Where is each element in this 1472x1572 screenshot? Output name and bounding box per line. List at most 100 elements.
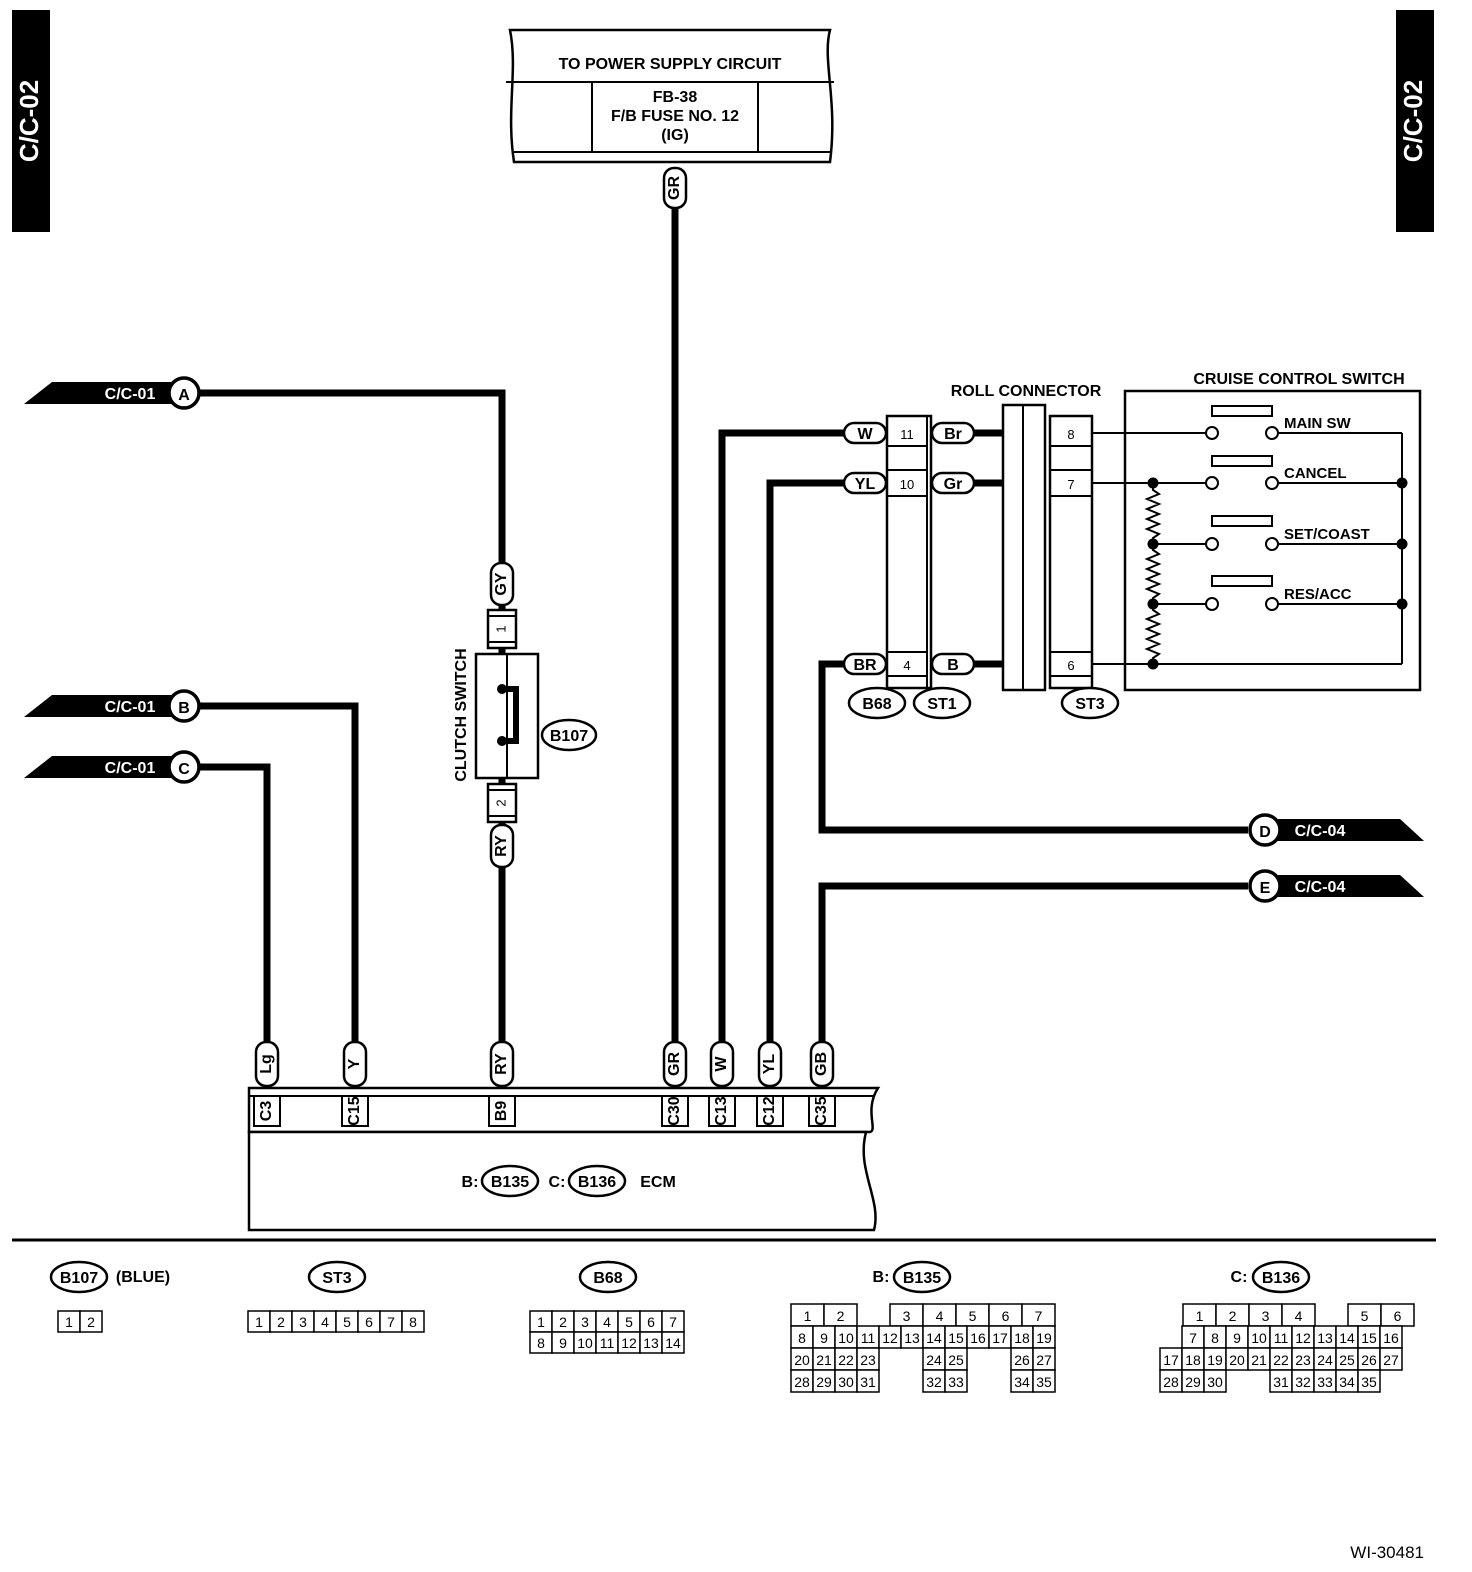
b135-pin-label: 35 [1036, 1374, 1052, 1390]
b135-pin-label: 2 [837, 1308, 845, 1324]
b136-pin-label: 13 [1317, 1330, 1333, 1346]
b136-pin-label: 16 [1383, 1330, 1399, 1346]
b135-pin-label: 3 [903, 1308, 911, 1324]
page-tab-right [1396, 10, 1434, 232]
b136-pin-label: 34 [1339, 1374, 1355, 1390]
ref-code-b: C/C-01 [105, 699, 156, 716]
b136-pin-label: 27 [1383, 1352, 1399, 1368]
b136-pin-label: 20 [1229, 1352, 1245, 1368]
b135-pin-label: 30 [838, 1374, 854, 1390]
st3-pin: 8 [1067, 427, 1074, 442]
st3-pin-label: 4 [321, 1314, 329, 1330]
ecm-wire-label: GR [666, 1052, 683, 1076]
b68-pin-label: 5 [625, 1314, 633, 1330]
b136-pin-label: 31 [1273, 1374, 1289, 1390]
b135-pin-label: 20 [794, 1352, 810, 1368]
ecm-wire-label: YL [761, 1054, 778, 1075]
connector-id-b68: B68 [862, 696, 891, 713]
connector-id-st1: ST1 [927, 696, 956, 713]
legend-b107-name: B107 [60, 1270, 98, 1287]
st3-pin-label: 6 [365, 1314, 373, 1330]
ecm-wire-label: RY [493, 1053, 510, 1075]
ecm-pin: C15 [346, 1096, 363, 1125]
st3-pin-label: 2 [277, 1314, 285, 1330]
b136-pin-label: 9 [1233, 1330, 1241, 1346]
ecm-pin: C3 [258, 1101, 275, 1122]
ref-code-d: C/C-04 [1295, 823, 1346, 840]
b135-pin-label: 16 [970, 1330, 986, 1346]
b136-pin-label: 29 [1185, 1374, 1201, 1390]
switch-label: SET/COAST [1284, 526, 1370, 543]
b136-pin-label: 1 [1196, 1308, 1204, 1324]
b135-pin-label: 23 [860, 1352, 876, 1368]
b135-pin-label: 29 [816, 1374, 832, 1390]
b136-pin-label: 21 [1251, 1352, 1267, 1368]
b135-pin-label: 33 [948, 1374, 964, 1390]
switch-res-acc: RES/ACC [1205, 575, 1352, 611]
b136-pin-label: 24 [1317, 1352, 1333, 1368]
ecm-wire-label: W [713, 1056, 730, 1072]
switch-label: CANCEL [1284, 465, 1347, 482]
b135-pin-label: 8 [798, 1330, 806, 1346]
b136-pin-label: 6 [1394, 1308, 1402, 1324]
ref-letter-a: A [178, 387, 190, 404]
b68-pin-label: 8 [537, 1335, 545, 1351]
ref-letter-b: B [178, 700, 190, 717]
ref-arrow-d: C/C-04 D [1248, 813, 1424, 847]
b68-pin-label: 10 [577, 1335, 593, 1351]
wire-label-power: GR [666, 176, 683, 200]
ecm-name: ECM [640, 1174, 676, 1191]
b135-pin-label: 24 [926, 1352, 942, 1368]
cruise-control-switch: CRUISE CONTROL SWITCH MAIN SW [1092, 371, 1422, 692]
wire-color-labels: GR GY RY Lg Y RY GR W YL GB [254, 166, 835, 1088]
b135-pin-label: 18 [1014, 1330, 1030, 1346]
b135-pin-label: 12 [882, 1330, 898, 1346]
st1-wire-label: Gr [944, 476, 963, 493]
ref-code-a: C/C-01 [105, 386, 156, 403]
roll-connector-region: ROLL CONNECTOR W YL BR 11 10 4 Br Gr B [842, 383, 1120, 720]
b68-pin-label: 11 [600, 1335, 615, 1351]
b136-cell [1357, 1369, 1381, 1393]
b135-pin-label: 14 [926, 1330, 942, 1346]
b68-pin: 11 [900, 427, 914, 442]
b68-pin-label: 4 [603, 1314, 611, 1330]
b68-cell [661, 1331, 685, 1354]
b68-pin: 4 [903, 658, 910, 673]
st3-pin: 6 [1067, 658, 1074, 673]
b136-pin-label: 5 [1361, 1308, 1369, 1324]
b68-pin-label: 9 [559, 1335, 567, 1351]
legend-b136-prefix: C: [1231, 1269, 1248, 1286]
power-supply-box: TO POWER SUPPLY CIRCUIT FB-38 F/B FUSE N… [506, 28, 834, 164]
b135-pin-label: 27 [1036, 1352, 1052, 1368]
b136-pin-label: 15 [1361, 1330, 1377, 1346]
ecm-block: C3 C15 B9 C30 C13 C12 C35 B: B135 C: B13… [247, 1086, 881, 1232]
ref-code-e: C/C-04 [1295, 879, 1346, 896]
switch-label: MAIN SW [1284, 415, 1352, 432]
power-supply-title: TO POWER SUPPLY CIRCUIT [559, 56, 782, 73]
b107-cell [79, 1310, 103, 1333]
ecm-wire-label: GB [813, 1052, 830, 1076]
b135-pin-label: 4 [936, 1308, 944, 1324]
b136-pin-label: 30 [1207, 1374, 1223, 1390]
b136-pin-label: 35 [1361, 1374, 1377, 1390]
b68-pin-label: 14 [665, 1335, 681, 1351]
clutch-pin-top: 1 [493, 625, 508, 632]
ecm-wire-label: Lg [258, 1054, 275, 1074]
b135-cell [856, 1369, 880, 1393]
b136-pin-label: 17 [1163, 1352, 1179, 1368]
b68-pin-label: 13 [643, 1335, 659, 1351]
page-code-right: C/C-02 [1398, 80, 1428, 162]
ecm-wire-label: Y [346, 1058, 363, 1069]
b135-pin-label: 7 [1035, 1308, 1043, 1324]
ecm-connector-b: B135 [491, 1174, 529, 1191]
b68-pin-label: 2 [559, 1314, 567, 1330]
ref-arrow-b: C/C-01 B [24, 689, 201, 723]
cruise-switch-title: CRUISE CONTROL SWITCH [1193, 371, 1404, 388]
ref-letter-c: C [178, 761, 190, 778]
legend-b135-name: B135 [903, 1270, 941, 1287]
b135-pin-label: 31 [860, 1374, 876, 1390]
b136-pin-label: 8 [1211, 1330, 1219, 1346]
b136-pin-label: 32 [1295, 1374, 1311, 1390]
ref-code-c: C/C-01 [105, 760, 156, 777]
